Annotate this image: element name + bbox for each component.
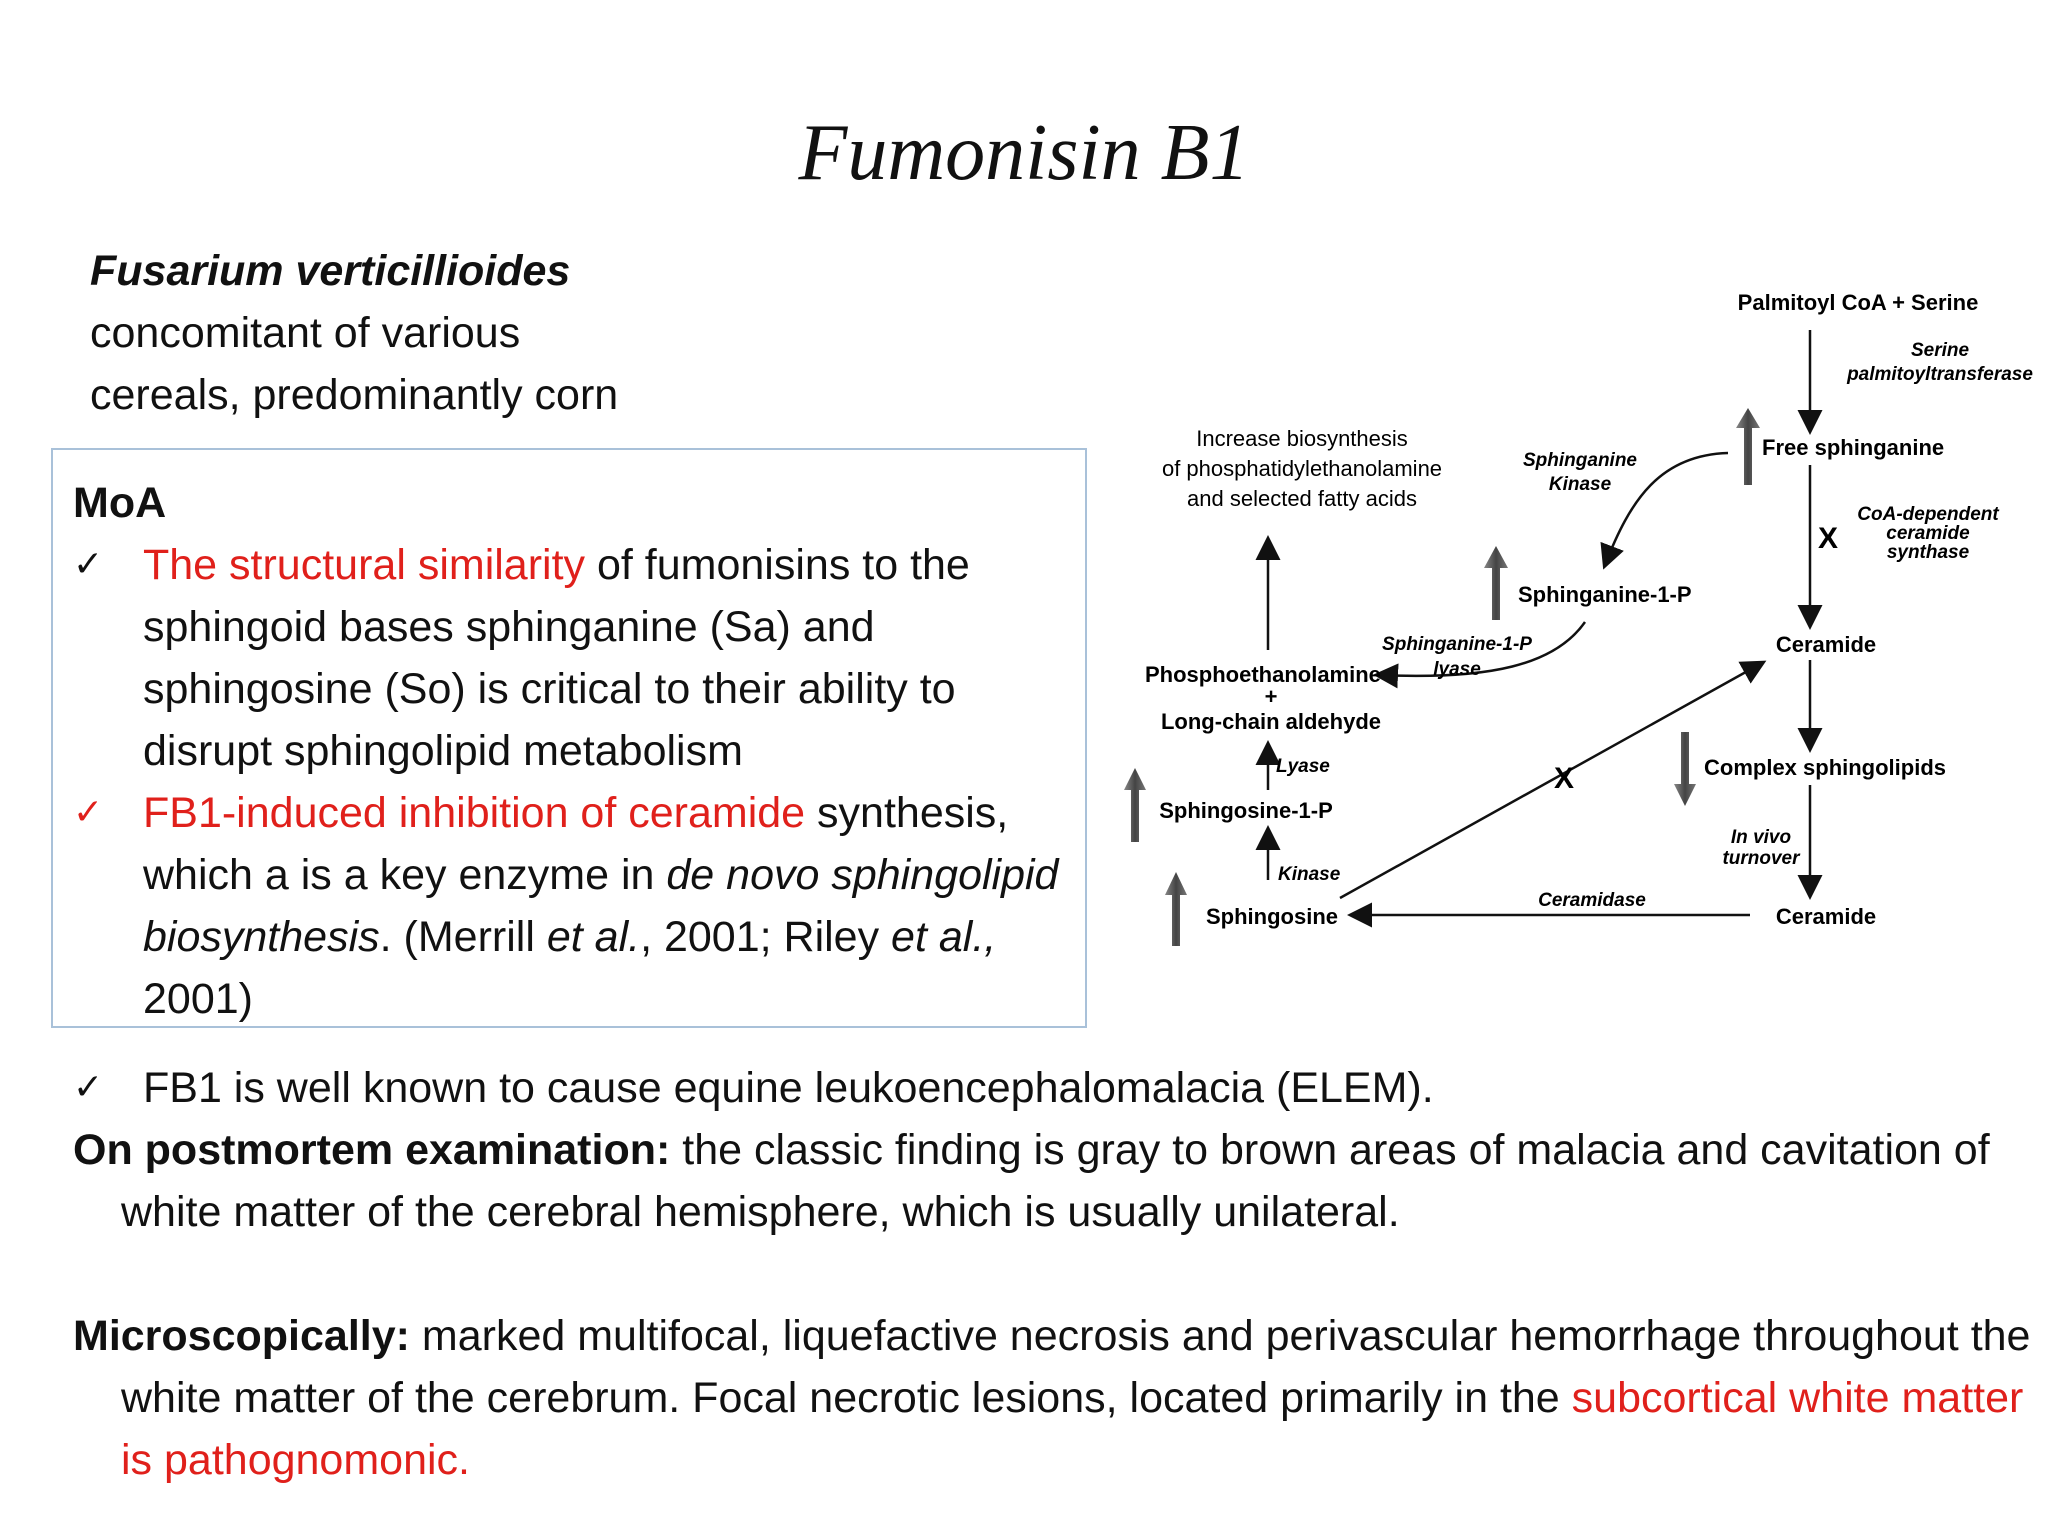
label-sa-kinase-2: Kinase [1549,474,1612,495]
down-arrow-complex-sphingolipids [1674,732,1696,806]
postmortem-text: the classic finding is gray to brown are… [121,1126,1990,1236]
moa-point-2: ✓ FB1-induced inhibition of ceramide syn… [73,782,1083,1030]
arrow-sphinganine-kinase [1600,451,1729,570]
label-lyase: Lyase [1276,756,1330,777]
organism-name: Fusarium verticillioides [90,247,571,295]
moa-content: MoA ✓ The structural similarity of fumon… [73,472,1083,1030]
moa-box [51,448,1087,1028]
moa-point-1: ✓ The structural similarity of fumonisin… [73,534,1083,782]
microscopic-text: marked multifocal, liquefactive necrosis… [121,1312,2031,1422]
microscopic-label: Microscopically: [73,1312,410,1360]
arrow-sphingosine-to-ceramide [1339,660,1767,900]
label-sphingosine: Sphingosine [1206,904,1338,929]
check-icon: ✓ [73,1067,104,1108]
label-turnover: turnover [1722,848,1801,869]
label-ceramide-1: Ceramide [1776,632,1876,657]
moa-point-2-highlight: FB1-induced inhibition of ceramide [143,789,806,837]
label-long-chain-aldehyde: Long-chain aldehyde [1161,709,1381,734]
postmortem-label: On postmortem examination: [73,1126,671,1174]
elem-point: ✓ FB1 is well known to cause equine leuk… [73,1057,2033,1119]
check-icon: ✓ [73,544,104,585]
label-coa-2: ceramide [1886,523,1970,544]
label-sa1p-lyase-2: lyase [1433,659,1481,680]
label-free-sphinganine: Free sphinganine [1762,435,1944,460]
postmortem-paragraph: On postmortem examination: the classic f… [73,1119,2033,1243]
check-icon-red: ✓ [73,792,104,833]
label-increase-1: Increase biosynthesis [1196,426,1408,451]
body-text: ✓ FB1 is well known to cause equine leuk… [73,1057,2033,1491]
label-sa-kinase-1: Sphinganine [1523,450,1637,471]
moa-etal-2: et al., [891,913,997,961]
moa-point-2-italic: de novo sphingolipid biosynthesis [143,851,1059,961]
label-spt-1: Serine [1911,340,1970,361]
intro-line-1: concomitant of various [90,309,521,357]
label-spt-2: palmitoyltransferase [1846,364,2033,385]
up-arrow-free-sphinganine [1736,408,1760,485]
moa-point-1-highlight: The structural similarity [143,541,586,589]
label-in-vivo: In vivo [1731,827,1791,848]
moa-heading: MoA [73,479,167,527]
intro-block: Fusarium verticillioides concomitant of … [90,240,618,426]
page-title: Fumonisin B1 [798,109,1250,197]
moa-point-2-text-a: synthesis, which a is a key enzyme in [143,789,1009,899]
intro-line-2: cereals, predominantly corn [90,371,619,419]
moa-point-2-text-d: , 2001; Riley [640,913,892,961]
label-increase-2: of phosphatidylethanolamine [1162,456,1442,481]
label-complex-sphingolipids: Complex sphingolipids [1704,755,1946,780]
up-arrow-sphingosine [1165,872,1187,946]
label-coa-3: synthase [1887,542,1970,563]
label-sphingosine-1-p: Sphingosine-1-P [1159,798,1333,823]
label-ceramidase: Ceramidase [1538,890,1646,911]
label-kinase: Kinase [1278,864,1341,885]
up-arrow-sphinganine-1-p [1484,546,1508,620]
label-increase-3: and selected fatty acids [1187,486,1417,511]
microscopic-highlight: subcortical white matter is pathognomoni… [121,1374,2024,1484]
up-arrow-sphingosine-1-p [1124,768,1146,842]
moa-point-2-text-e: 2001) [143,975,253,1023]
moa-point-1-text: of fumonisins to the sphingoid bases sph… [143,541,970,775]
arrow-sphinganine-lyase [1373,621,1587,689]
moa-point-2-text-c: . (Merrill [379,913,547,961]
label-coa-1: CoA-dependent [1857,504,1999,525]
x-mark-sphingosine: X [1554,762,1574,795]
microscopic-paragraph: Microscopically: marked multifocal, liqu… [73,1305,2033,1491]
label-phosphoethanolamine: Phosphoethanolamine [1145,662,1381,687]
sphingolipid-pathway-diagram: Palmitoyl CoA + Serine Serine palmitoylt… [1124,290,2033,946]
label-sa1p-lyase-1: Sphinganine-1-P [1382,634,1532,655]
label-palmitoyl: Palmitoyl CoA + Serine [1738,290,1979,315]
label-ceramide-2: Ceramide [1776,904,1876,929]
label-plus: + [1265,684,1278,709]
label-sphinganine-1-p: Sphinganine-1-P [1518,582,1692,607]
elem-text: FB1 is well known to cause equine leukoe… [143,1064,1434,1112]
moa-etal-1: et al. [546,913,641,961]
x-mark-ceramide-synthase: X [1818,522,1838,555]
